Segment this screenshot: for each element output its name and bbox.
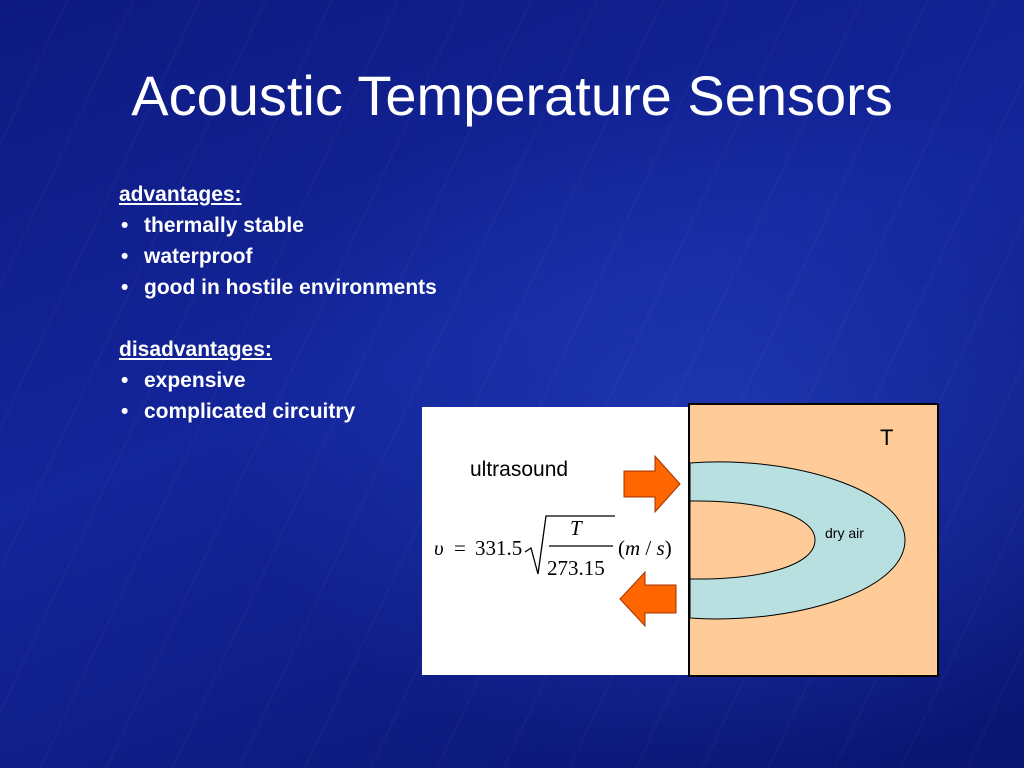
disadvantage-item: complicated circuitry	[119, 396, 539, 427]
coefficient: 331.5	[475, 536, 523, 560]
advantage-item: good in hostile environments	[119, 272, 539, 303]
disadvantage-item: expensive	[119, 365, 539, 396]
unit-slash: /	[640, 536, 657, 560]
unit-close-paren: )	[664, 536, 672, 560]
velocity-symbol: υ	[434, 536, 444, 560]
advantage-item: waterproof	[119, 241, 539, 272]
slide-content: advantages: thermally stable waterproof …	[119, 179, 539, 427]
advantages-heading: advantages:	[119, 183, 242, 206]
disadvantages-heading: disadvantages:	[119, 338, 272, 361]
unit-open-paren: (	[618, 536, 625, 560]
equals-sign: =	[454, 536, 466, 560]
unit-second: s	[656, 536, 665, 560]
radical-sign	[524, 515, 615, 575]
diagram-sensor-panel	[422, 407, 688, 675]
temperature-label: T	[880, 425, 894, 450]
arrow-left-icon	[619, 570, 677, 628]
arrow-right-icon	[623, 454, 681, 514]
numerator: T	[570, 516, 582, 540]
speed-of-sound-equation: υ = 331.5 T 273.15 (m / s)	[432, 514, 682, 580]
unit: (m / s)	[618, 536, 672, 561]
air-ring-inner-shape	[689, 500, 816, 580]
dry-air-label: dry air	[825, 525, 864, 541]
unit-meter: m	[625, 536, 641, 560]
advantage-item: thermally stable	[119, 210, 539, 241]
ultrasound-label: ultrasound	[470, 458, 569, 481]
slide-title: Acoustic Temperature Sensors	[131, 64, 893, 127]
denominator: 273.15	[547, 556, 605, 580]
